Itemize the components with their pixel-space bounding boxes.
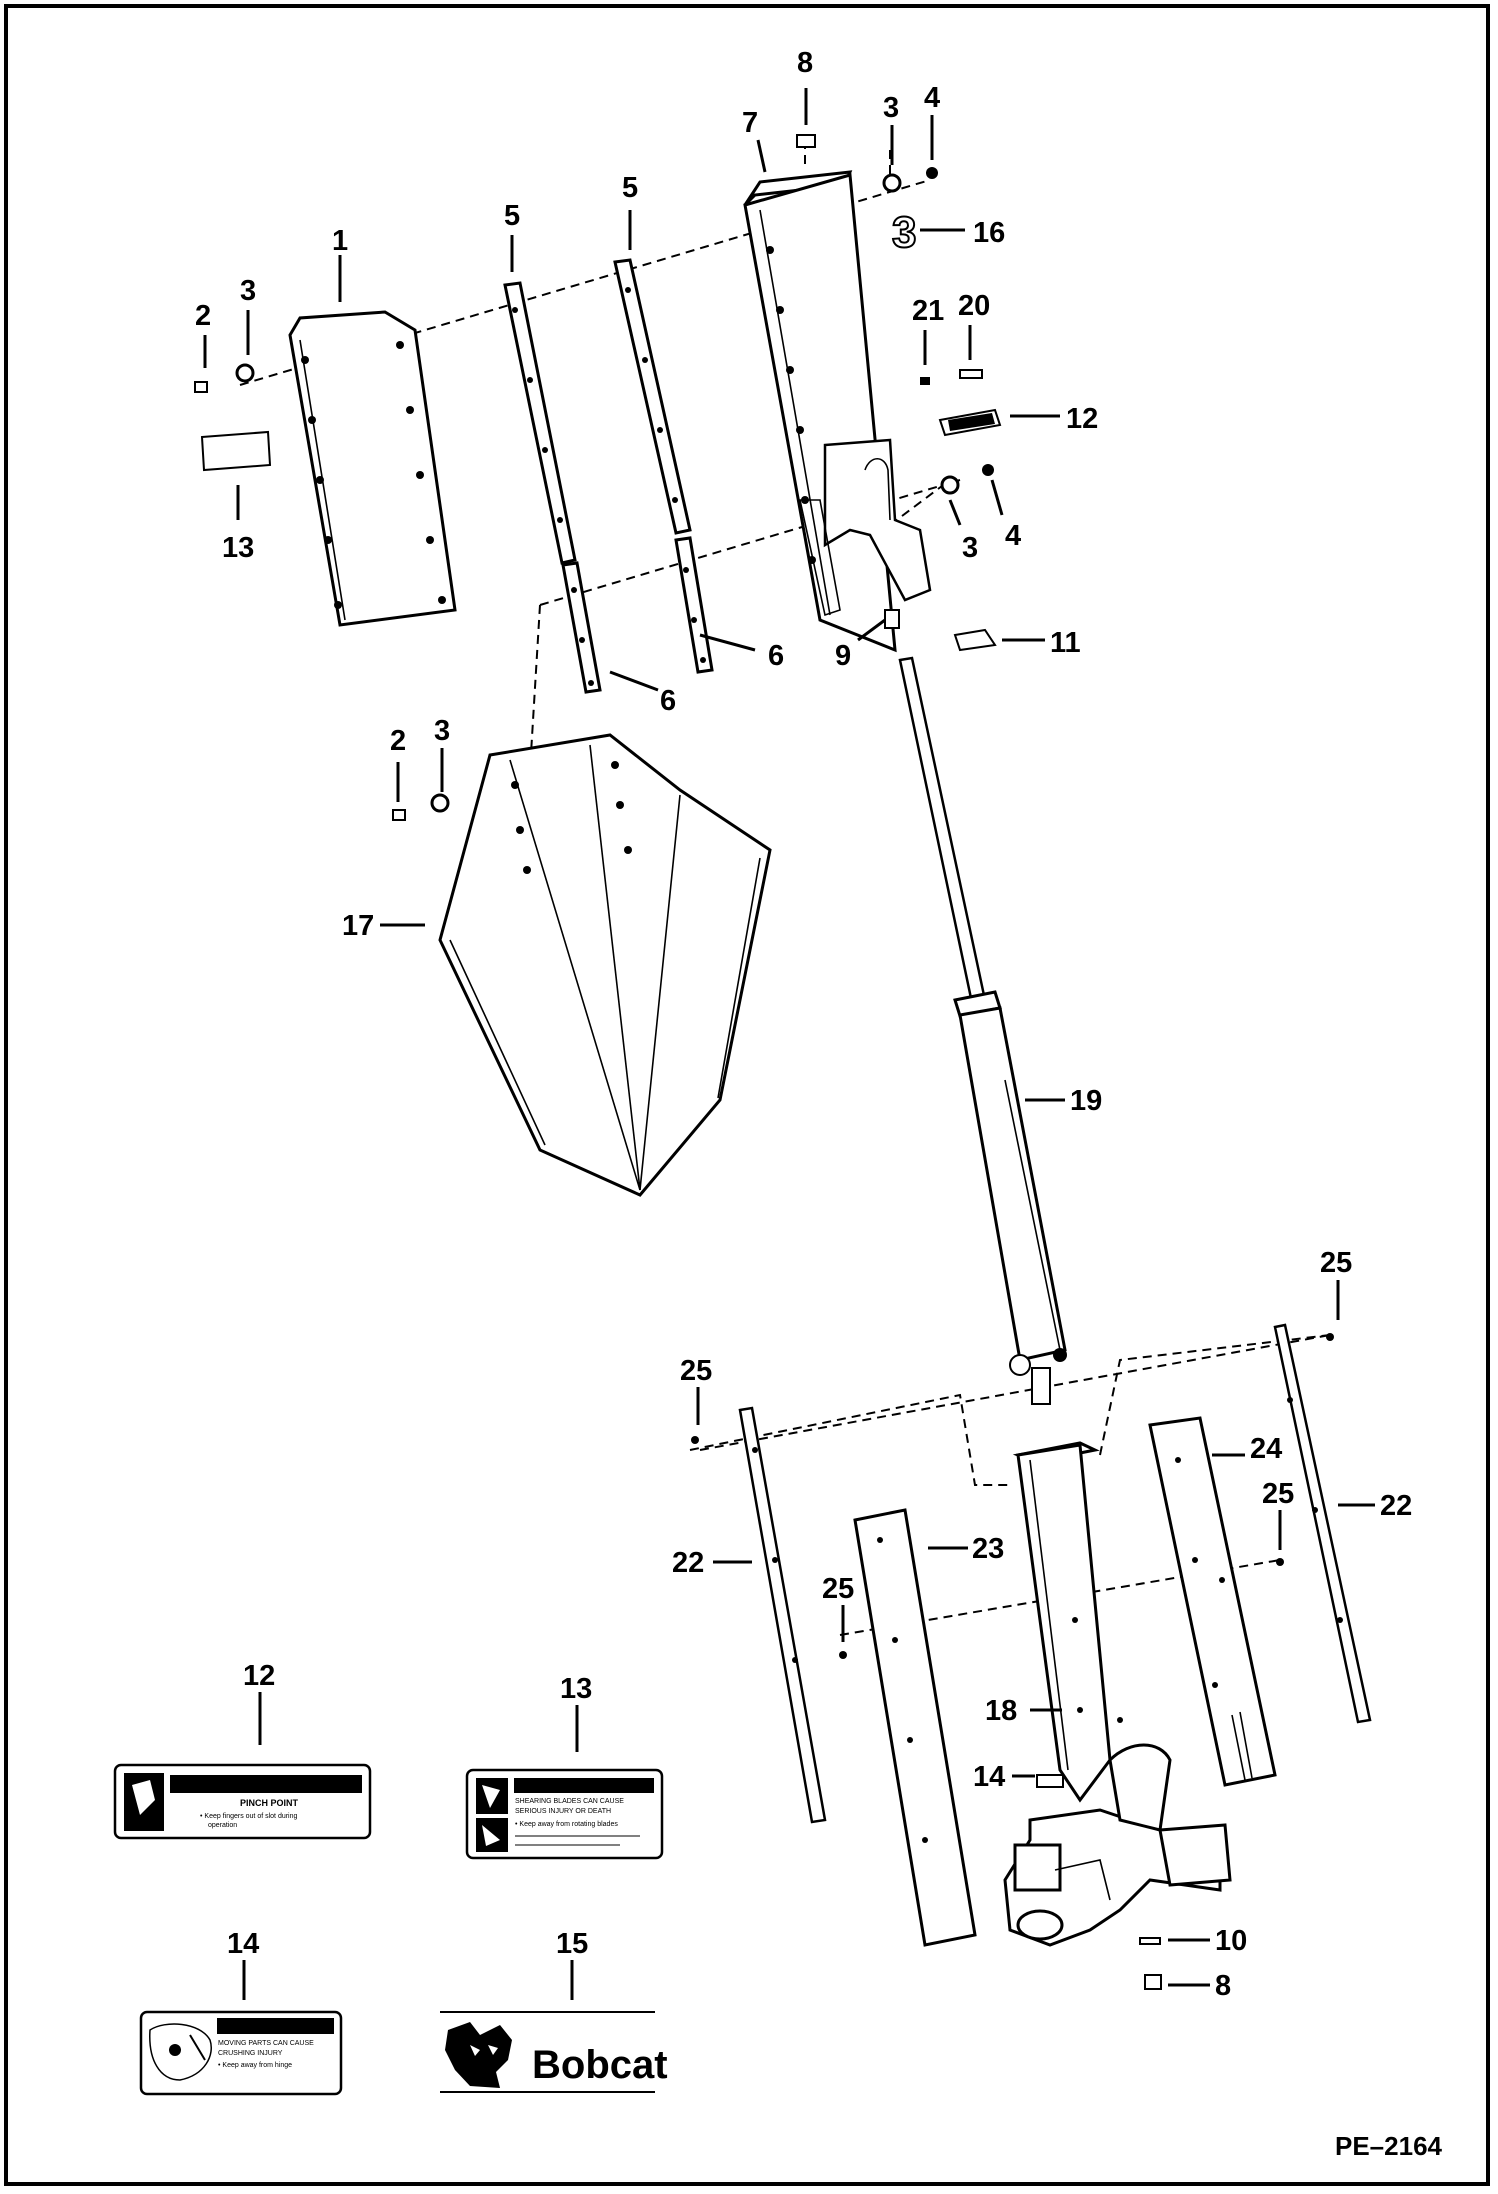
callout-5: 5: [622, 172, 638, 204]
decal-13-shearing-blades: SHEARING BLADES CAN CAUSE SERIOUS INJURY…: [465, 1768, 664, 1860]
decal-13-line3: • Keep away from rotating blades: [515, 1821, 618, 1828]
part-3-washer-mid: [940, 475, 960, 495]
decal-13-line1: SHEARING BLADES CAN CAUSE: [515, 1798, 624, 1805]
part-25-screw-d: [839, 1651, 847, 1659]
callout-9: 9: [835, 640, 851, 672]
part-12-decal-small: [938, 408, 1002, 437]
part-22-rail-left: [738, 1406, 827, 1824]
callout-25: 25: [1320, 1247, 1352, 1279]
callout-4: 4: [924, 82, 940, 114]
part-8-nut-upper: [796, 134, 816, 148]
part-10-washer-bottom: [1139, 1937, 1161, 1945]
part-22-rail-right: [1273, 1323, 1372, 1724]
callout-3: 3: [434, 715, 450, 747]
callout-numbers: 1 2 3 13 5 5 6 6 7 8 3 4 16 21 20 12 3 4…: [195, 47, 1412, 2002]
part-1-side-panel: [288, 310, 457, 627]
callout-2: 2: [390, 725, 406, 757]
callout-8: 8: [1215, 1970, 1231, 2002]
part-9-bushing: [884, 609, 900, 629]
part-20-pin: [959, 369, 983, 379]
part-25-screw-b: [1326, 1333, 1334, 1341]
hitch-base: [1003, 1743, 1232, 1947]
callout-2: 2: [195, 300, 211, 332]
callout-6: 6: [660, 685, 676, 717]
part-3-washer-top: [882, 173, 902, 193]
callout-20: 20: [958, 290, 990, 322]
callout-12: 12: [1066, 403, 1098, 435]
callout-3: 3: [883, 92, 899, 124]
callout-25: 25: [822, 1573, 854, 1605]
callout-22: 22: [1380, 1490, 1412, 1522]
callout-7: 7: [742, 107, 758, 139]
decal-12-line1: PINCH POINT: [240, 1798, 299, 1808]
part-4-nut-mid: [982, 464, 994, 476]
callout-22: 22: [672, 1547, 704, 1579]
decal-15-bobcat-logo: Bobcat: [440, 2011, 668, 2093]
callout-25: 25: [1262, 1478, 1294, 1510]
decal-14-line2: CRUSHING INJURY: [218, 2050, 283, 2057]
callout-14: 14: [973, 1761, 1005, 1793]
callout-15: 15: [556, 1928, 588, 1960]
decal-12-line2: • Keep fingers out of slot during: [200, 1813, 298, 1820]
part-8-nut-bottom: [1144, 1974, 1162, 1990]
callout-3: 3: [962, 532, 978, 564]
drawing-reference: PE–2164: [1335, 2131, 1443, 2161]
callout-13: 13: [222, 532, 254, 564]
callout-25: 25: [680, 1355, 712, 1387]
part-18-mast: [1012, 1441, 1123, 1803]
part-25-screw-c: [1276, 1558, 1284, 1566]
part-24-plate: [1148, 1416, 1277, 1787]
part-17-shield: [438, 733, 772, 1197]
callout-4: 4: [1005, 520, 1021, 552]
callout-12: 12: [243, 1660, 275, 1692]
callout-18: 18: [985, 1695, 1017, 1727]
callout-16: 16: [973, 217, 1005, 249]
callout-10: 10: [1215, 1925, 1247, 1957]
part-13-decal-blank: [200, 430, 272, 472]
part-5-strip-right: [613, 258, 692, 535]
part-6-strip-left: [561, 561, 602, 694]
part-23-plate: [853, 1508, 977, 1947]
drawing-border: [4, 4, 1490, 2186]
part-11-clip: [953, 628, 997, 652]
callout-19: 19: [1070, 1085, 1102, 1117]
decal-12-pinch-point: PINCH POINT • Keep fingers out of slot d…: [113, 1763, 372, 1840]
part-6-strip-right: [674, 536, 714, 674]
decal-14-moving-parts: MOVING PARTS CAN CAUSE CRUSHING INJURY •…: [139, 2010, 343, 2096]
part-16-decal-number: 3: [891, 207, 917, 258]
part-21-spacer: [920, 377, 930, 385]
decal-13-line2: SERIOUS INJURY OR DEATH: [515, 1808, 611, 1815]
decal-15-brand: Bobcat: [532, 2043, 668, 2087]
leader-lines: [203, 88, 1375, 2000]
callout-6: 6: [768, 640, 784, 672]
part-25-screw-a: [691, 1436, 699, 1444]
callout-13: 13: [560, 1673, 592, 1705]
callout-24: 24: [1250, 1433, 1282, 1465]
callout-3: 3: [240, 275, 256, 307]
part-2-bolt-lower: [392, 809, 406, 821]
decal-12-line3: operation: [208, 1822, 237, 1829]
callout-14: 14: [227, 1928, 259, 1960]
part-5-strip-left: [503, 281, 577, 565]
callout-1: 1: [332, 225, 348, 257]
part-4-nut-top: [926, 167, 938, 179]
callout-5: 5: [504, 200, 520, 232]
decal-14-line1: MOVING PARTS CAN CAUSE: [218, 2040, 314, 2047]
svg-text:3: 3: [892, 208, 916, 257]
callout-17: 17: [342, 910, 374, 942]
part-3-washer-lower: [430, 793, 450, 813]
part-7-upper-housing: [743, 170, 932, 653]
part-14-decal-blank: [1036, 1774, 1064, 1788]
decal-14-line3: • Keep away from hinge: [218, 2062, 292, 2069]
callout-8: 8: [797, 47, 813, 79]
part-2-bolt-upper: [194, 381, 208, 393]
part-19-actuator: [898, 656, 1067, 1405]
part-3-washer-upper: [235, 363, 255, 383]
callout-23: 23: [972, 1533, 1004, 1565]
callout-11: 11: [1050, 627, 1081, 659]
callout-21: 21: [912, 295, 944, 327]
